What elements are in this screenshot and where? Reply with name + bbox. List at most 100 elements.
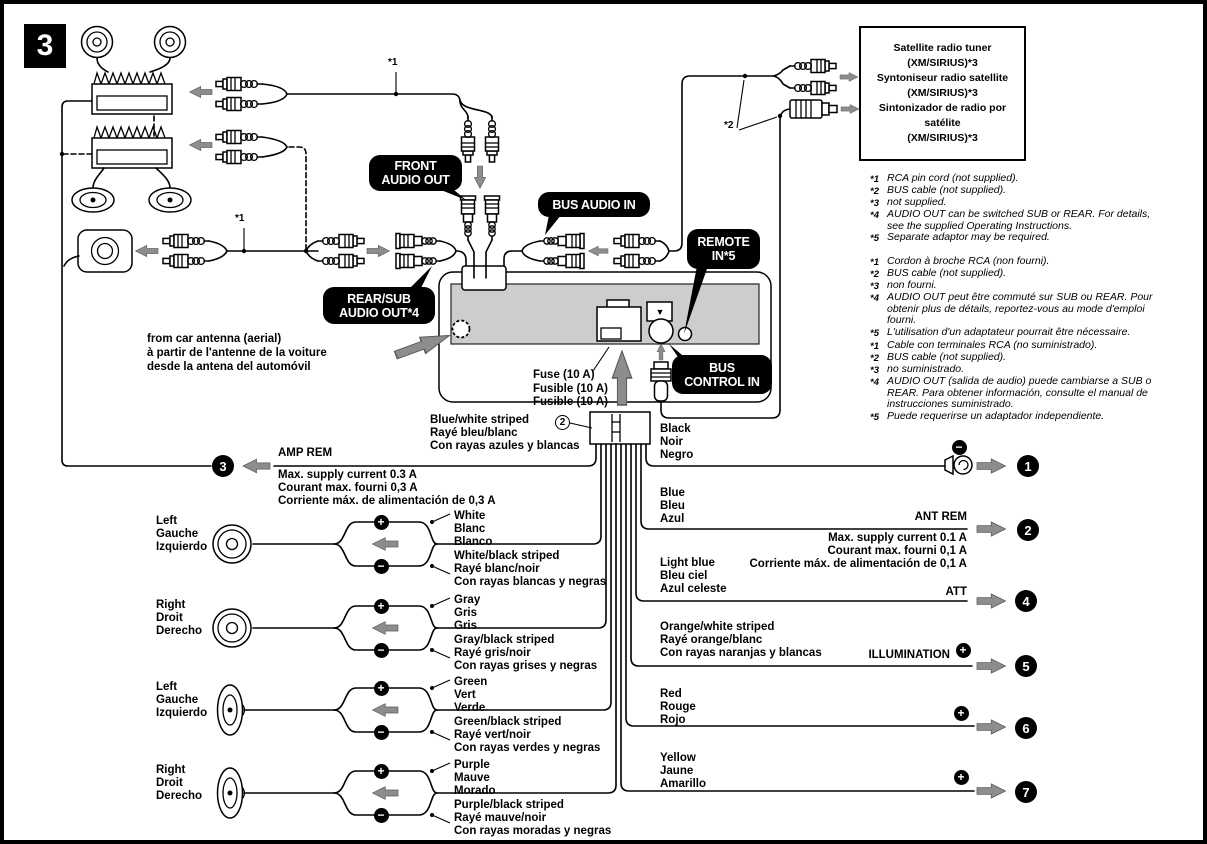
front-audio-out-chain: [459, 99, 501, 277]
footnote-text: BUS cable (not supplied).: [887, 351, 1007, 363]
amp-rem-daisy-wire: [61, 100, 212, 467]
minus-icon: −: [373, 807, 389, 823]
wire-orange-white: Orange/white striped Rayé orange/blanc C…: [660, 621, 822, 659]
plus-icon: +: [373, 680, 389, 696]
front-left-speaker: [212, 524, 252, 564]
satellite-cables: [736, 58, 860, 131]
footnote-ref: *1: [870, 341, 879, 352]
ref-1-sub: *1: [235, 213, 245, 224]
right-terminals: [944, 454, 1006, 799]
speaker-side-1: Left Gauche Izquierdo: [156, 515, 208, 553]
footnote-ref: *2: [870, 186, 879, 197]
remote-in-jack: [677, 326, 693, 342]
arrow-down-front: [474, 165, 486, 189]
power-connector-socket: [596, 306, 642, 342]
label-rear-sub-audio-out: REAR/SUB AUDIO OUT*4: [323, 287, 435, 324]
terminal-6-badge: 6: [1015, 717, 1037, 739]
oval-speaker-right: [148, 187, 192, 213]
antenna-jack: [451, 319, 471, 339]
footnote-ref: *1: [870, 257, 879, 268]
footnote-ref: *5: [870, 327, 879, 339]
amplifier-2: [91, 126, 173, 169]
terminal-7-badge: 7: [1015, 781, 1037, 803]
minus-icon: −: [373, 558, 389, 574]
speaker-plus-3: Green Vert Verde: [454, 676, 488, 714]
ground-lug: [953, 455, 973, 475]
plus-icon: +: [955, 642, 971, 658]
bus-audio-in-chain: [503, 75, 775, 275]
wire-light-blue: Light blue Bleu ciel Azul celeste: [660, 557, 727, 595]
footnote-ref: *1: [870, 174, 879, 185]
arrow-to-satellite-bus: [840, 104, 860, 114]
footnote-text: AUDIO OUT can be switched SUB or REAR. F…: [887, 208, 1151, 232]
ground-lug-tab: [944, 454, 954, 476]
footnote-text: Puede requerirse un adaptador independie…: [887, 409, 1105, 422]
terminal-4-badge: 4: [1015, 590, 1037, 612]
footnote-text: not supplied.: [887, 196, 947, 208]
plus-icon: +: [373, 514, 389, 530]
speaker-side-4: Right Droit Derecho: [156, 764, 203, 802]
speaker-rows: [212, 513, 451, 824]
tweeter-speaker-left: [80, 25, 114, 59]
arrow-bus-audio: [588, 245, 609, 257]
footnote-text: Cable con terminales RCA (no suministrad…: [887, 339, 1098, 351]
footnote-ref: *4: [870, 293, 879, 304]
speaker-plus-1: White Blanc Blanco: [454, 510, 493, 548]
fuse-note: Fuse (10 A) Fusible (10 A) Fusible (10 A…: [533, 369, 608, 408]
label-remote-in: REMOTE IN*5: [687, 229, 760, 269]
illumination-label: ILLUMINATION: [868, 649, 950, 661]
front-right-speaker: [212, 608, 252, 648]
speaker-plus-2: Gray Gris Gris: [454, 594, 481, 632]
harness-connector: [569, 346, 651, 445]
footnote-text: non fourni.: [887, 279, 937, 291]
speaker-minus-3: Green/black striped Rayé vert/noir Con r…: [454, 716, 601, 754]
arrow-to-satellite-audio: [839, 72, 859, 82]
amp-rem-spec: Max. supply current 0.3 A Courant max. f…: [278, 469, 496, 507]
wire-blue: Blue Bleu Azul: [660, 487, 685, 525]
speaker-plus-4: Purple Mauve Morado: [454, 759, 496, 797]
arrow-amp-rem: [242, 458, 271, 474]
speaker-minus-2: Gray/black striped Rayé gris/noir Con ra…: [454, 634, 598, 672]
ref-1-top: *1: [388, 57, 398, 68]
footnote-text: L'utilisation d'un adaptateur pourrait ê…: [887, 325, 1131, 338]
antenna-note: from car antenna (aerial) à partir de l'…: [147, 333, 327, 373]
ribbon-connector: [461, 265, 507, 291]
label-bus-control-in: BUS CONTROL IN: [672, 355, 772, 394]
rear-left-speaker: [216, 684, 246, 736]
wire-red: Red Rouge Rojo: [660, 688, 696, 726]
amp-rem-wire-label: Blue/white striped Rayé bleu/blanc Con r…: [430, 414, 580, 452]
footnote-ref: *4: [870, 377, 879, 388]
footnote-text: Separate adaptor may be required.: [887, 231, 1050, 244]
footnote-ref: *2: [870, 269, 879, 280]
speaker-minus-1: White/black striped Rayé blanc/noir Con …: [454, 550, 607, 588]
ant-rem-label: ANT REM: [914, 511, 967, 523]
terminal-3-badge: 3: [212, 455, 234, 477]
amp-rem-label: AMP REM: [278, 447, 333, 459]
footnote-ref: *2: [870, 353, 879, 364]
speaker-minus-4: Purple/black striped Rayé mauve/noir Con…: [454, 799, 612, 837]
footnotes-english: *1 RCA pin cord (not supplied). *2 BUS cab…: [870, 172, 1200, 245]
footnote-text: BUS cable (not supplied).: [887, 184, 1007, 196]
terminal-2-badge: 2: [1017, 519, 1039, 541]
footnote-ref: *5: [870, 411, 879, 423]
arrow-to-amp1: [189, 86, 213, 98]
arrow-to-subwoofer: [135, 245, 159, 257]
att-label: ATT: [945, 586, 967, 598]
minus-icon: −: [373, 642, 389, 658]
bus-control-socket: [648, 318, 674, 344]
tweeter-speaker-right: [153, 25, 187, 59]
terminal-1-badge: 1: [1017, 455, 1039, 477]
footnote-ref: *3: [870, 281, 879, 292]
wire-black: Black Noir Negro: [660, 423, 694, 461]
ref-2: *2: [724, 120, 734, 131]
bus-control-cable: [650, 108, 791, 419]
minus-icon: −: [373, 724, 389, 740]
footnote-text: RCA pin cord (not supplied).: [887, 172, 1019, 184]
footnote-text: Cordon à broche RCA (non fourni).: [887, 255, 1050, 267]
footnote-ref: *4: [870, 210, 879, 221]
label-bus-audio-in: BUS AUDIO IN: [538, 192, 650, 217]
footnote-ref: *5: [870, 233, 879, 245]
amplifier-1: [91, 72, 173, 115]
arrow-to-amp2: [189, 139, 213, 151]
